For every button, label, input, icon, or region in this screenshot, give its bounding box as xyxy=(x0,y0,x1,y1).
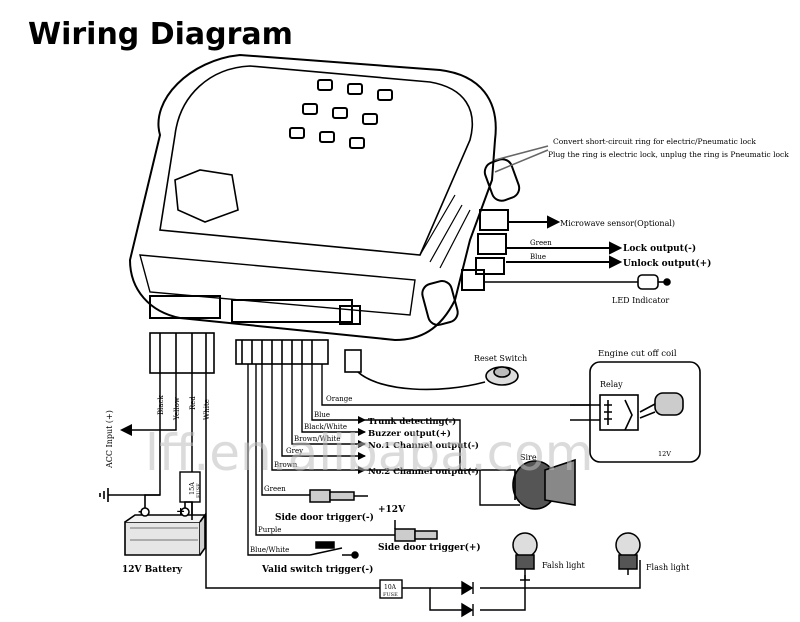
wire-white: White xyxy=(203,399,211,420)
battery-label: 12V Battery xyxy=(122,565,183,575)
side-door-trigger-neg-label: Side door trigger(-) xyxy=(275,512,374,523)
relay-voltage: 12V xyxy=(658,450,671,458)
microwave-wire xyxy=(508,215,561,229)
lock-unlock-wires xyxy=(506,241,623,269)
harness-arrows xyxy=(358,416,366,474)
harness-connector xyxy=(235,339,329,365)
wire-black: Black xyxy=(157,395,165,415)
lock-wire-color: Green xyxy=(530,239,552,247)
channel1-output-label: No.1 Channel output(-) xyxy=(368,440,479,451)
engine-cut-title: Engine cut off coil xyxy=(598,349,677,359)
microwave-label: Microwave sensor(Optional) xyxy=(560,219,675,228)
wire-yellow: Yellow xyxy=(173,397,181,421)
flash-light-left xyxy=(512,532,538,581)
wire-black-white: Black/White xyxy=(304,423,347,431)
pneumatic-note-pointer xyxy=(494,145,549,173)
module-keypad-holes xyxy=(289,79,393,149)
flash-light-right xyxy=(615,532,641,575)
reset-switch xyxy=(344,349,519,391)
led-indicator-label: LED Indicator xyxy=(612,296,669,305)
relay-label: Relay xyxy=(600,380,623,389)
plus12v-label: +12V xyxy=(378,505,406,515)
battery-plus: + xyxy=(176,505,185,518)
channel2-output-label: No.2 Channel output(-) xyxy=(368,466,479,477)
ground-icon xyxy=(99,488,109,502)
wire-purple: Purple xyxy=(258,526,281,534)
unlock-wire-color: Blue xyxy=(530,253,546,261)
battery-minus: - xyxy=(138,505,143,518)
wire-brown: Brown xyxy=(274,461,298,469)
unlock-output-label: Unlock output(+) xyxy=(623,258,711,269)
fuse-10a-word: FUSE xyxy=(383,592,398,598)
flash-light-right-label: Flash light xyxy=(646,563,690,572)
fuse-10a xyxy=(379,579,403,599)
page-title: Wiring Diagram xyxy=(28,17,293,52)
pneumatic-note-line1: Convert short-circuit ring for electric/… xyxy=(553,137,756,146)
valid-switch xyxy=(300,541,359,559)
buzzer-output-label: Buzzer output(+) xyxy=(368,428,451,439)
acc-input-label: ACC Input (+) xyxy=(105,410,114,469)
wire-brown-white: Brown/White xyxy=(294,435,340,443)
wire-orange: Orange xyxy=(326,395,352,403)
watermark: lff.en.alibaba.com xyxy=(145,424,593,482)
side-door-trigger-neg-switch xyxy=(309,489,368,503)
engine-cut-box xyxy=(570,361,701,463)
wire-red: Red xyxy=(189,396,197,410)
siren xyxy=(490,458,576,510)
fuse-15a-word: FUSE xyxy=(196,483,202,498)
wire-blue-white: Blue/White xyxy=(250,546,289,554)
diode-icon xyxy=(461,580,474,618)
siren-label: Sire xyxy=(520,453,537,462)
battery xyxy=(124,494,207,556)
flash-light-left-label: Falsh light xyxy=(542,561,586,570)
valid-switch-label: Valid switch trigger(-) xyxy=(261,564,373,575)
led-indicator xyxy=(484,274,671,290)
wire-grey: Grey xyxy=(286,447,303,455)
side-door-trigger-pos-switch xyxy=(320,520,438,542)
trunk-detecting-label: Trunk detecting(-) xyxy=(368,416,456,427)
side-door-trigger-pos-label: Side door trigger(+) xyxy=(378,542,481,553)
harness-wires xyxy=(247,364,590,556)
acc-arrow xyxy=(120,424,132,436)
wire-green: Green xyxy=(264,485,286,493)
pneumatic-note-line2: Plug the ring is electric lock, unplug t… xyxy=(548,150,789,159)
wire-blue: Blue xyxy=(314,411,330,419)
fuse-15a-rating: 15A xyxy=(188,482,196,495)
alarm-control-module xyxy=(128,53,521,342)
fuse-10a-rating: 10A xyxy=(384,584,397,591)
lock-output-label: Lock output(-) xyxy=(623,243,696,254)
power-connector xyxy=(149,332,215,374)
reset-switch-label: Reset Switch xyxy=(474,354,527,363)
